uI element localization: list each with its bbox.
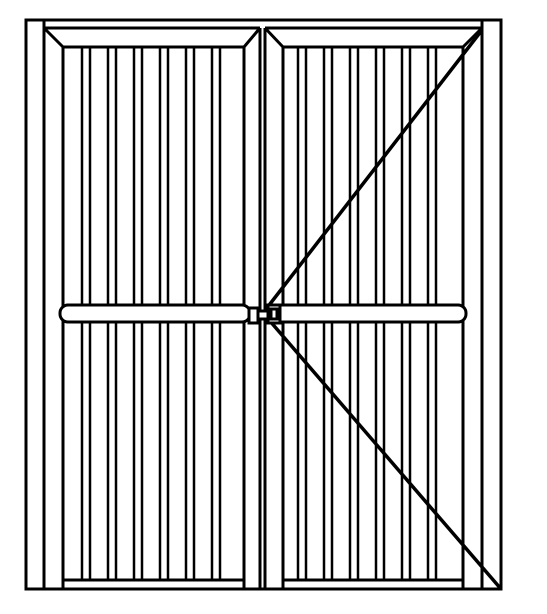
swing-line-upper <box>261 28 484 315</box>
right-leaf-crossbar <box>266 303 468 324</box>
right-door-leaf <box>263 26 484 589</box>
swing-line-lower <box>261 311 503 591</box>
right-leaf-top-rail <box>263 26 484 49</box>
swing-indicator <box>261 28 503 591</box>
left-leaf-top-rail <box>42 26 262 49</box>
latch-icon <box>247 303 282 325</box>
left-leaf-crossbar <box>58 303 252 324</box>
left-door-leaf <box>42 26 262 589</box>
